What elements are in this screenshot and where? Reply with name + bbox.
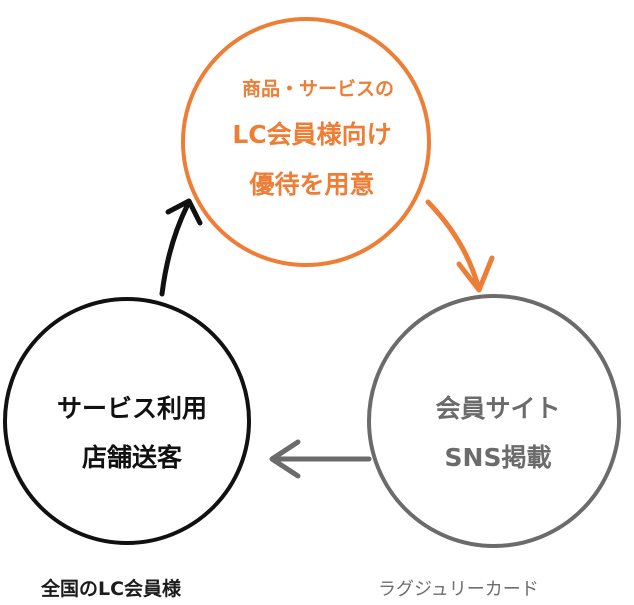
left-node-circle [3,297,251,545]
top-node-line-1: 商品・サービスの [242,77,394,100]
top-node-circle [181,17,431,267]
arrow-right-to-left [269,439,372,479]
arrow-top-to-right [425,199,495,293]
right-caption: ラグジュリーカード [378,579,539,600]
top-node-line-3: 優待を用意 [248,170,374,199]
left-caption: 全国のLC会員様 [41,578,182,600]
left-node-line-1: サービス利用 [57,394,207,423]
right-node-line-1: 会員サイト [435,394,560,423]
left-node-line-2: 店舗送客 [82,443,182,472]
right-node-line-2: SNS掲載 [445,443,552,472]
top-node-line-2: LC会員様向け [232,120,391,149]
arrow-left-to-top [159,198,203,297]
right-node-circle [367,294,621,548]
